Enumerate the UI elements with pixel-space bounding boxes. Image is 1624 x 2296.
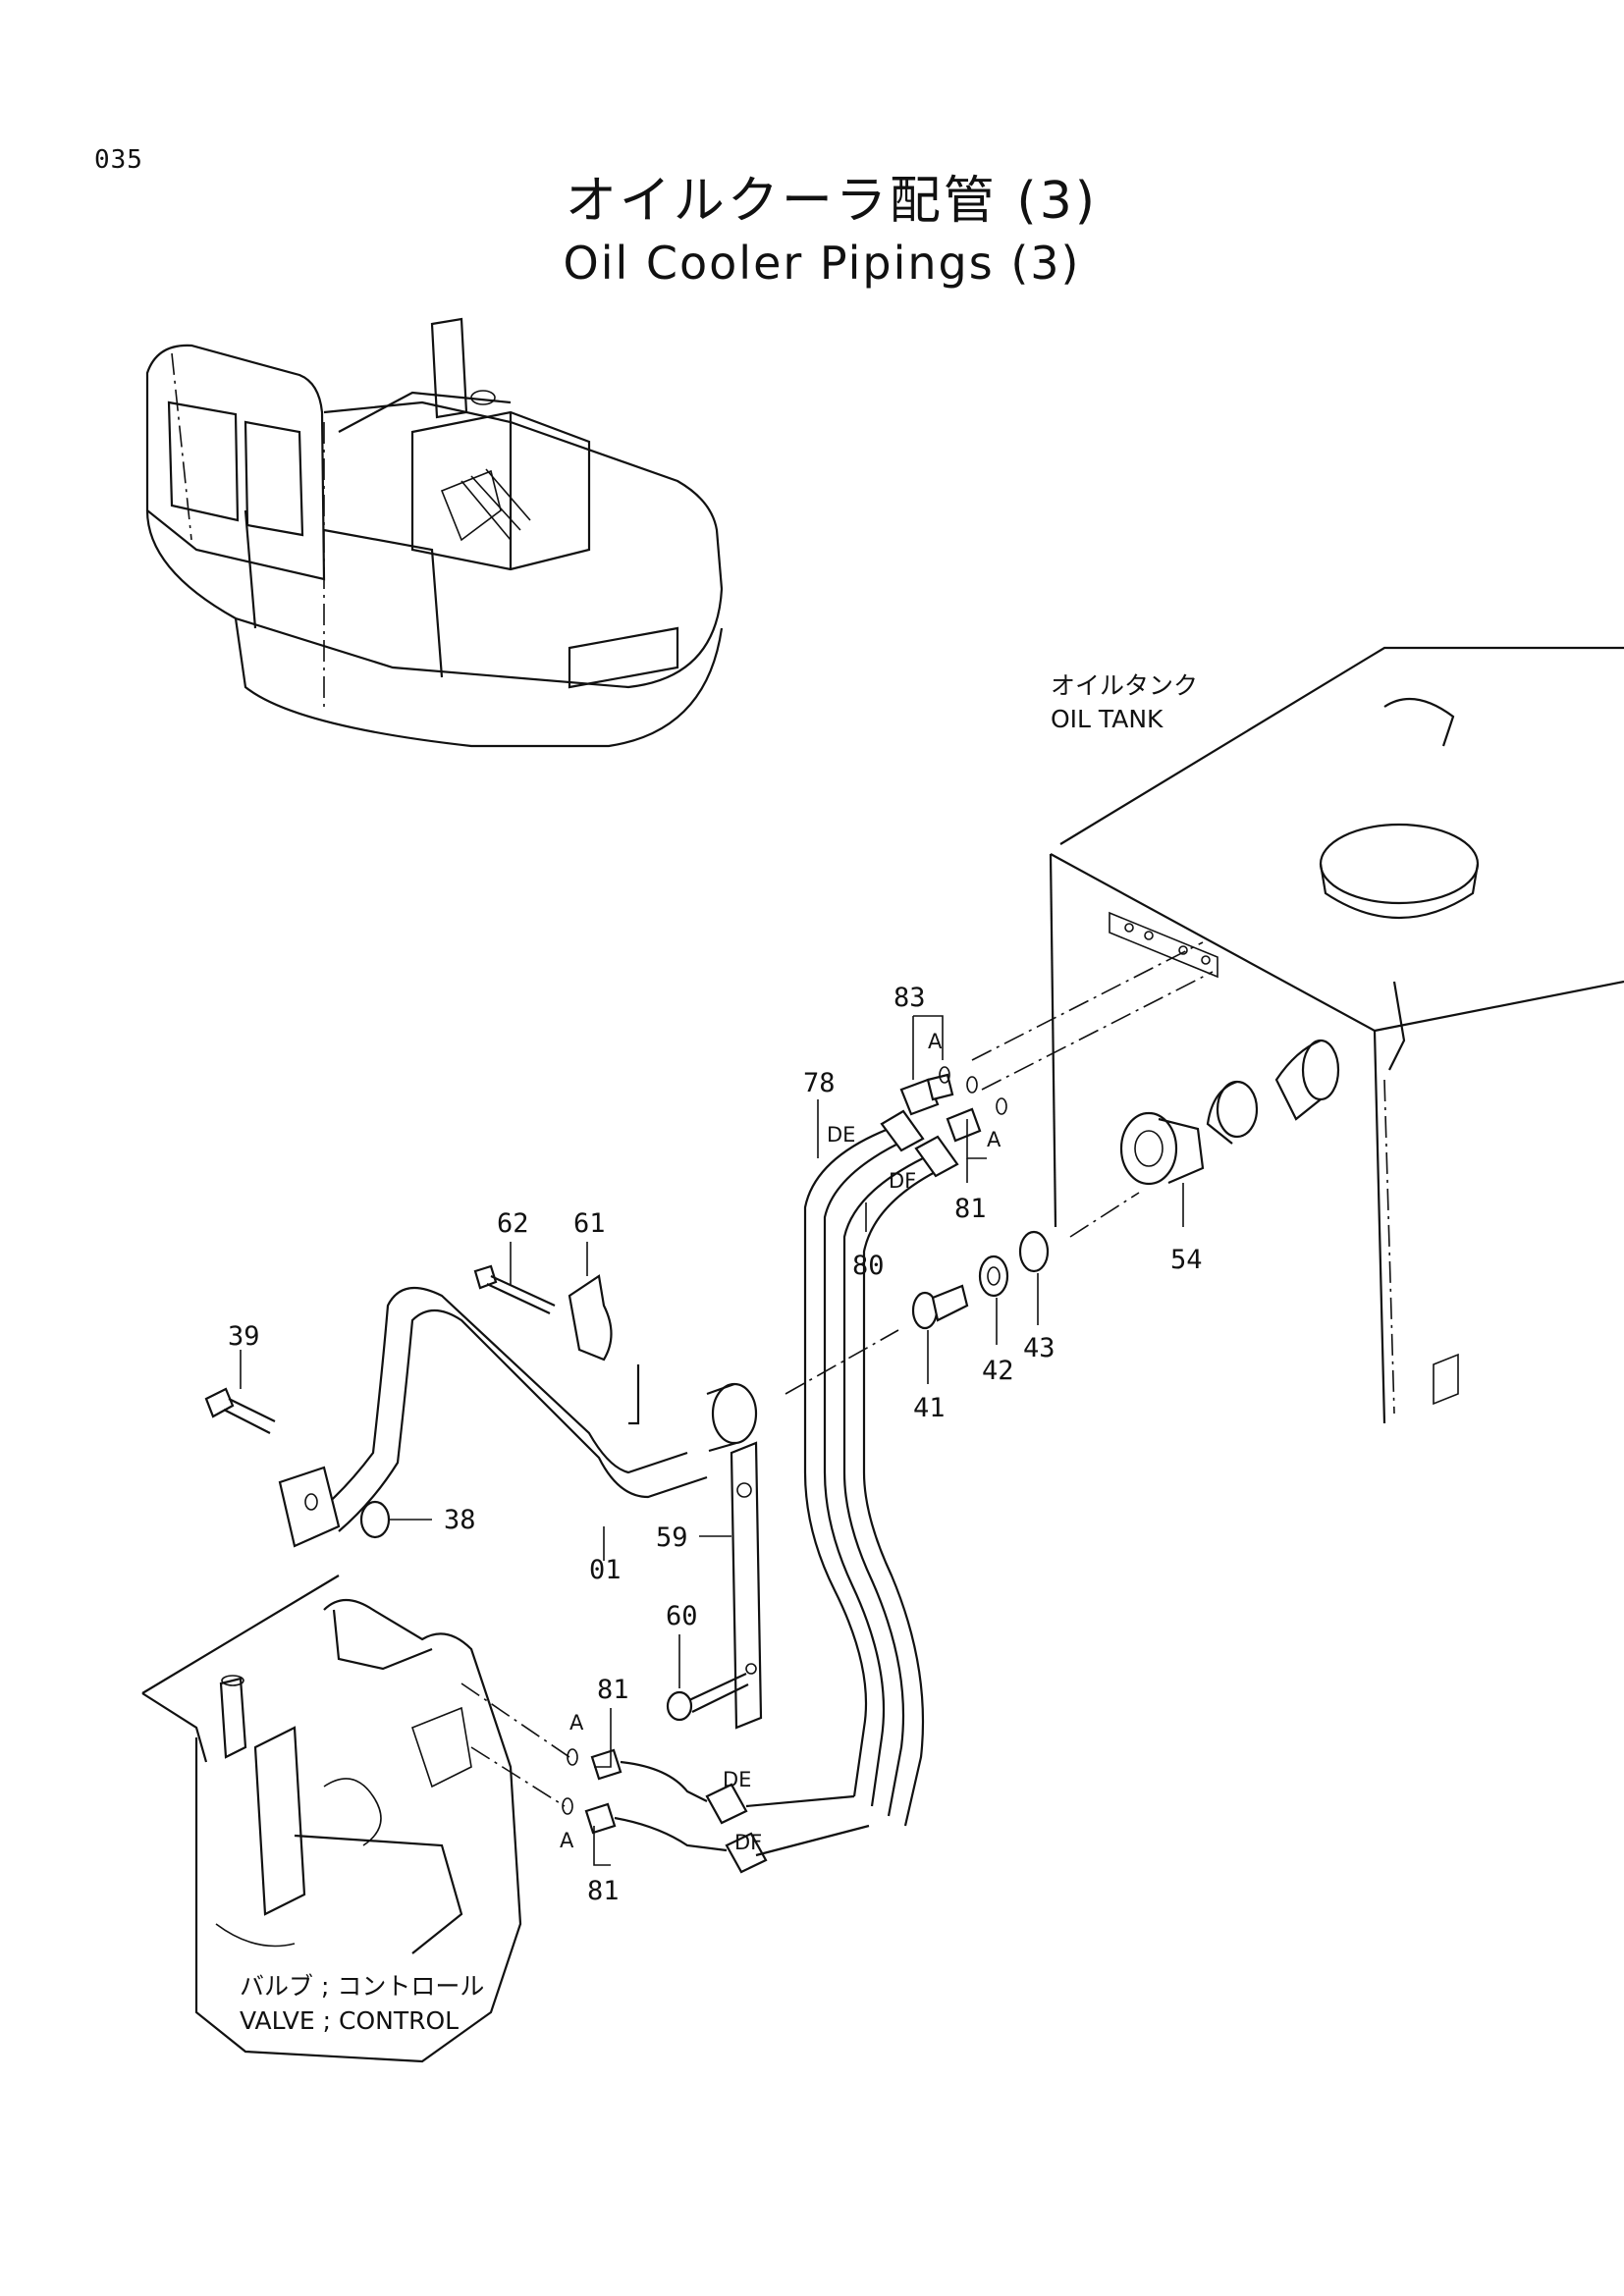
callout-62: 62 bbox=[497, 1208, 529, 1239]
marker-a-mid: A bbox=[569, 1711, 584, 1735]
marker-a-bot: A bbox=[560, 1829, 574, 1852]
marker-df-top: DF bbox=[889, 1169, 916, 1193]
callout-81-top: 81 bbox=[954, 1194, 987, 1224]
control-valve-illustration bbox=[141, 1575, 570, 2063]
valve-label-en: VALVE ; CONTROL bbox=[240, 2006, 459, 2035]
callout-83: 83 bbox=[893, 983, 926, 1013]
title-block: オイルクーラ配管 (3) Oil Cooler Pipings (3) bbox=[0, 159, 1624, 290]
pipe-01 bbox=[278, 1286, 758, 1548]
check-fitting-41 bbox=[911, 1284, 969, 1330]
callout-54: 54 bbox=[1170, 1245, 1203, 1275]
callout-78: 78 bbox=[803, 1068, 836, 1098]
bolt-62 bbox=[473, 1264, 556, 1314]
callout-81-bot: 81 bbox=[587, 1876, 620, 1906]
bolt-60 bbox=[666, 1673, 749, 1722]
bracket-59 bbox=[730, 1441, 763, 1730]
clamp-61 bbox=[568, 1274, 640, 1425]
callout-61: 61 bbox=[573, 1208, 606, 1239]
oil-tank-label-jp: オイルタンク bbox=[1051, 671, 1198, 700]
callout-39: 39 bbox=[228, 1321, 260, 1352]
title-english: Oil Cooler Pipings (3) bbox=[563, 237, 1081, 290]
hose-78-80 bbox=[705, 1109, 959, 1874]
snap-ring-43 bbox=[1018, 1230, 1050, 1273]
marker-de-top: DE bbox=[827, 1123, 855, 1147]
adapter-fittings-top bbox=[899, 1066, 1007, 1143]
bolt-39 bbox=[204, 1387, 276, 1434]
seal-42 bbox=[978, 1255, 1009, 1298]
callout-41: 41 bbox=[913, 1393, 946, 1423]
marker-de-bot: DE bbox=[723, 1768, 751, 1791]
callout-38: 38 bbox=[444, 1505, 476, 1535]
callout-60: 60 bbox=[666, 1601, 698, 1631]
title-japanese: オイルクーラ配管 (3) bbox=[565, 172, 1099, 231]
leader-lines bbox=[240, 1015, 1184, 1866]
callout-80: 80 bbox=[852, 1251, 885, 1281]
oil-tank-illustration bbox=[1049, 646, 1624, 1424]
fitting-assembly-54 bbox=[1119, 1039, 1340, 1186]
callout-01: 01 bbox=[589, 1555, 622, 1585]
callout-43: 43 bbox=[1023, 1333, 1056, 1363]
marker-a-top: A bbox=[928, 1030, 943, 1053]
marker-a-top2: A bbox=[987, 1128, 1001, 1151]
marker-df-bot: DF bbox=[734, 1831, 762, 1854]
page-number: 035 bbox=[94, 145, 143, 175]
oil-tank-label-en: OIL TANK bbox=[1051, 705, 1164, 733]
o-ring-38 bbox=[359, 1500, 391, 1539]
callout-81-mid: 81 bbox=[597, 1675, 629, 1705]
valve-label-jp: バルブ ; コントロール bbox=[240, 1972, 484, 2001]
excavator-overview-illustration bbox=[145, 317, 724, 748]
callout-59: 59 bbox=[656, 1522, 688, 1553]
adapter-fittings-bottom bbox=[562, 1748, 728, 1852]
callout-42: 42 bbox=[982, 1356, 1014, 1386]
